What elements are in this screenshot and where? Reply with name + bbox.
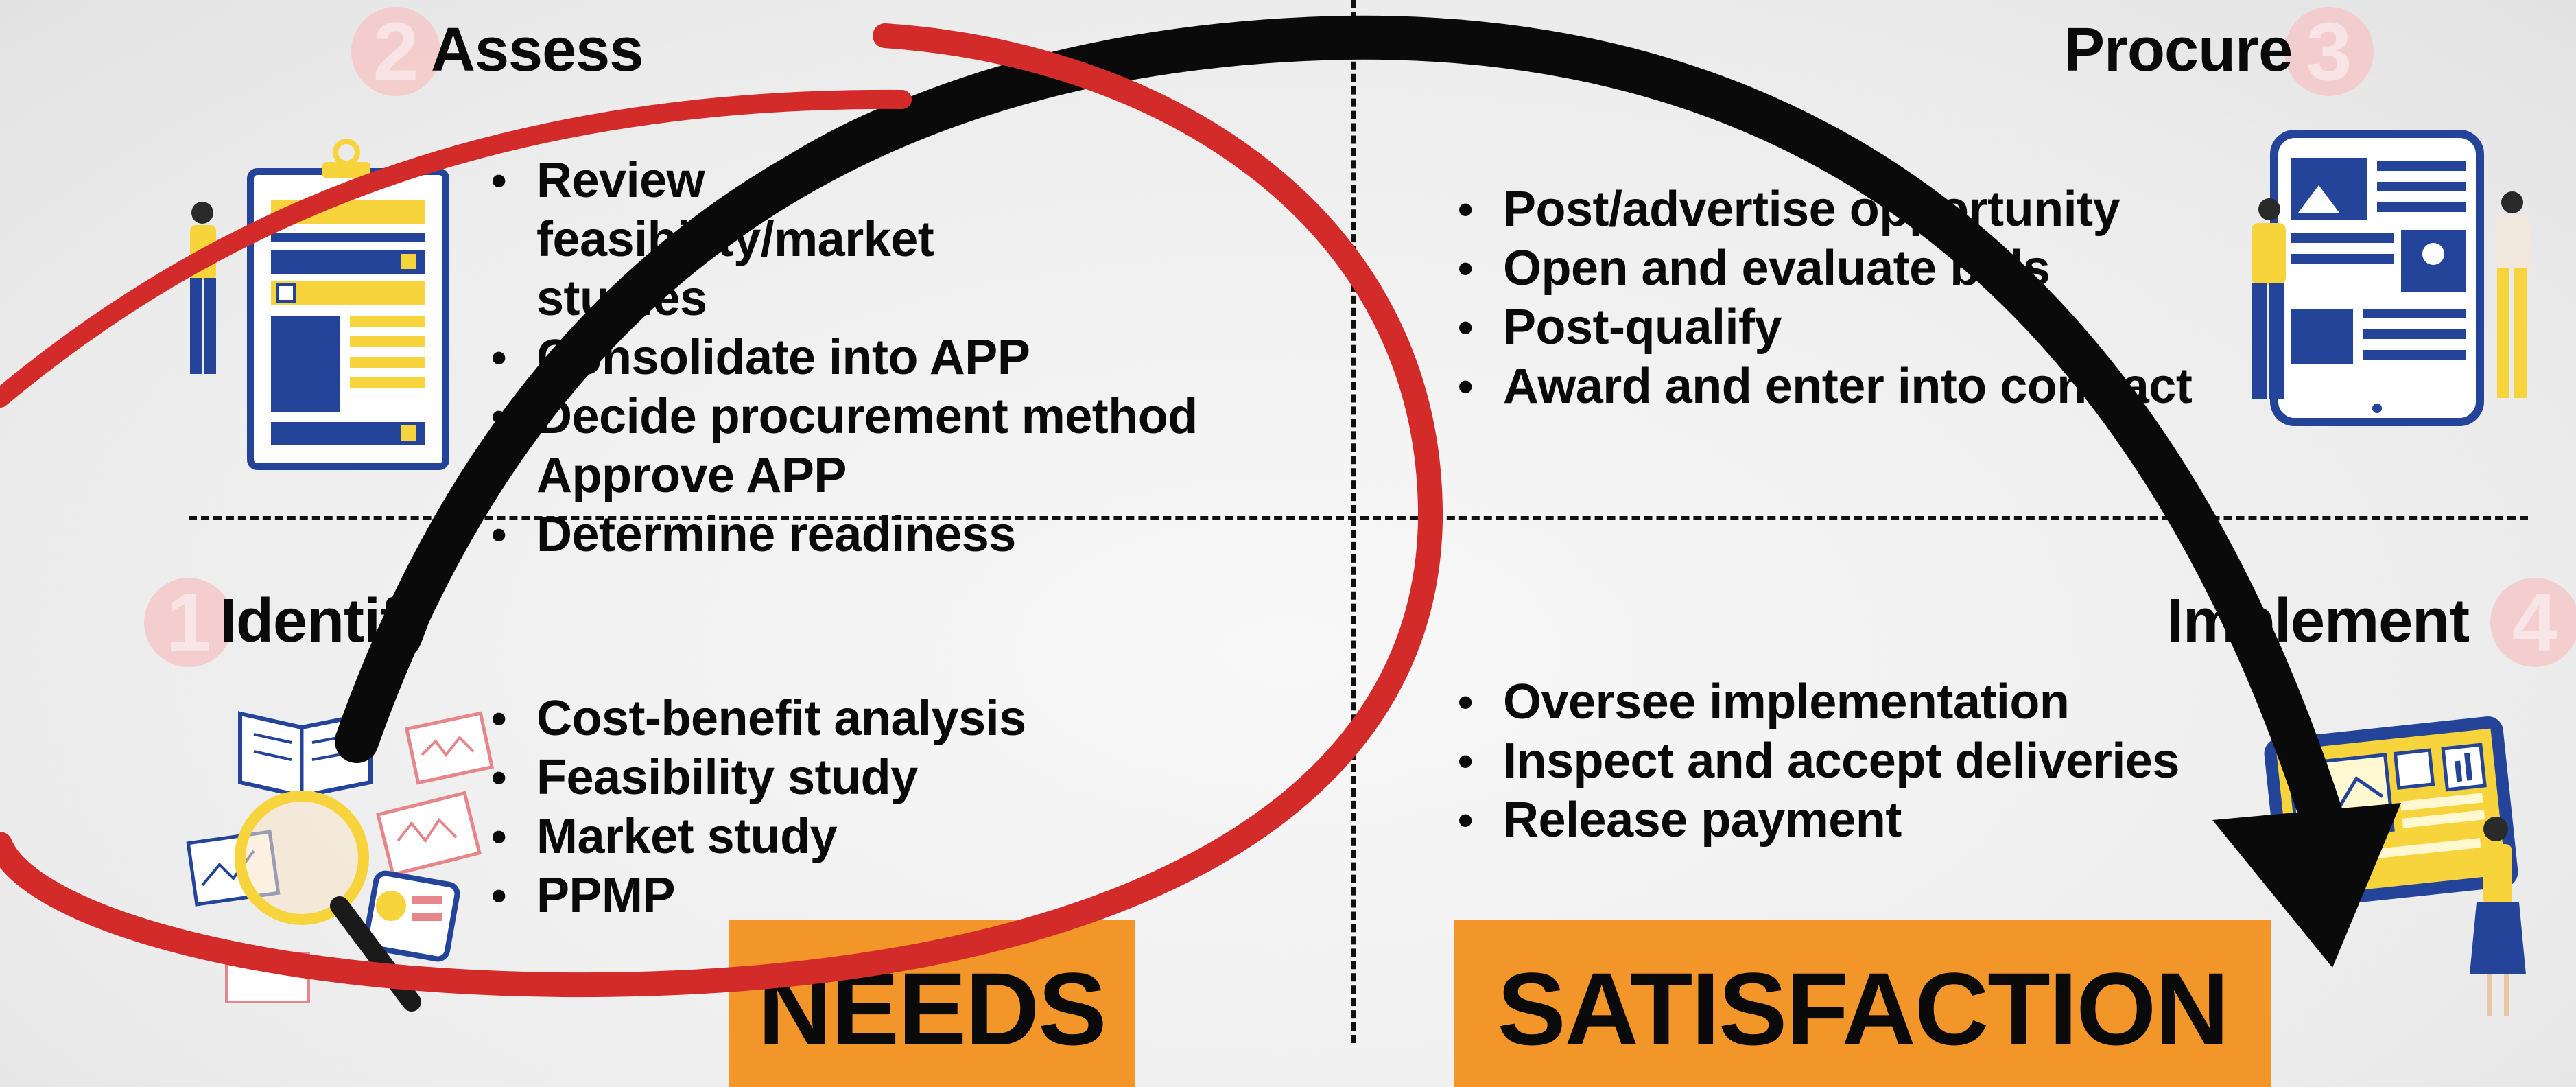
step-number-3: 3: [2284, 7, 2374, 96]
step-number-1: 1: [144, 578, 233, 667]
analysis-magnifier-icon: [186, 711, 495, 1012]
list-item: Post-qualify: [1458, 298, 2281, 357]
needs-badge: NEEDS: [729, 920, 1135, 1087]
list-item: Market study: [491, 807, 1177, 866]
list-item: Release payment: [1458, 791, 2247, 850]
satisfaction-badge: SATISFACTION: [1454, 920, 2271, 1087]
procure-bullet-list: Post/advertise opportunity Open and eval…: [1458, 180, 2281, 416]
checklist-clipboard-icon: [190, 139, 449, 470]
highlight-ellipse-upper: [0, 89, 912, 408]
list-item: PPMP: [491, 866, 1177, 925]
implement-bullet-list: Oversee implementation Inspect and accep…: [1458, 673, 2247, 850]
step-number-2: 2: [351, 7, 440, 96]
step-number-4: 4: [2490, 578, 2576, 667]
list-item: Inspect and accept deliveries: [1458, 732, 2247, 791]
process-flow-arrow-tail: [364, 104, 898, 734]
arrow-head-icon: [2212, 803, 2401, 968]
satisfaction-label: SATISFACTION: [1497, 951, 2230, 1066]
list-item: Oversee implementation: [1458, 673, 2247, 732]
assess-title: Assess: [431, 16, 643, 84]
identify-bullet-list: Cost-benefit analysis Feasibility study …: [491, 689, 1177, 925]
procure-title: Procure: [2064, 16, 2293, 84]
list-item: Feasibility study: [491, 748, 1177, 807]
assess-bullet-list: Review feasibility/market studies Consol…: [491, 151, 1273, 564]
horizontal-divider: [189, 516, 2528, 520]
list-item: Cost-benefit analysis: [491, 689, 1177, 748]
vertical-divider: [1351, 0, 1356, 1043]
process-flow-arrow: [335, 15, 2354, 873]
highlight-ellipse: [0, 23, 1443, 998]
list-item: Post/advertise opportunity: [1458, 180, 2281, 239]
list-item: Decide procurement method: [491, 387, 1273, 446]
list-item: Determine readiness: [491, 505, 1273, 564]
